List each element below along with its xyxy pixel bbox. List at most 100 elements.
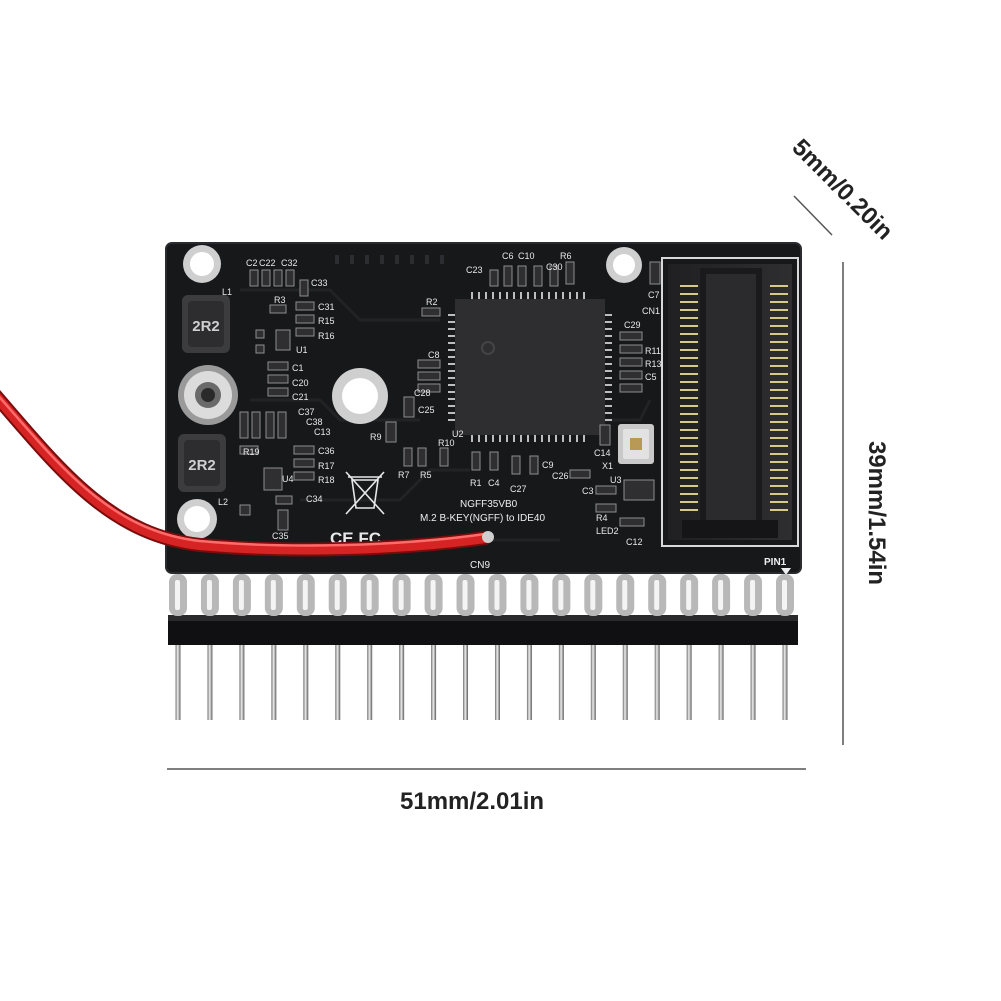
m2-slot-cn1 <box>661 257 799 547</box>
solder-highlight <box>782 580 787 610</box>
label-c36: C36 <box>318 446 335 456</box>
label-led2: LED2 <box>596 526 619 536</box>
label-x1: X1 <box>602 461 613 471</box>
label-c6: C6 <box>502 251 514 261</box>
header-pin <box>590 645 596 720</box>
header-pin <box>463 645 469 720</box>
pin-header-cn9 <box>168 615 798 720</box>
label-r7: R7 <box>398 470 410 480</box>
solder-highlight <box>686 580 692 610</box>
label-r13: R13 <box>645 359 662 369</box>
header-pin <box>207 645 213 720</box>
label-u2: U2 <box>452 429 464 439</box>
pin1-arrow-icon <box>781 568 791 575</box>
weee-bin-icon <box>345 471 385 515</box>
label-c5: C5 <box>645 372 657 382</box>
width-dimension-label: 51mm/2.01in <box>400 788 545 815</box>
label-c29: C29 <box>624 320 641 330</box>
solder-highlight <box>270 580 276 610</box>
header-pin <box>686 645 692 720</box>
label-c9: C9 <box>542 460 554 470</box>
solder-highlight <box>590 580 596 610</box>
label-c30: C30 <box>546 262 563 272</box>
board-model: NGFF35VB0 <box>460 499 518 510</box>
label-c10: C10 <box>518 251 535 261</box>
inductor-l2: 2R2 <box>178 434 226 492</box>
label-c26: C26 <box>552 471 569 481</box>
pin1-label: PIN1 <box>764 557 787 568</box>
label-r11: R11 <box>645 346 661 356</box>
label-r16: R16 <box>318 331 335 341</box>
label-c8: C8 <box>428 350 440 360</box>
label-c1: C1 <box>292 363 304 373</box>
solder-highlight <box>654 580 660 610</box>
label-c32: C32 <box>281 258 298 268</box>
label-l1: L1 <box>222 287 232 297</box>
solder-highlight <box>494 580 500 610</box>
solder-highlight <box>366 580 372 610</box>
inductor-l1-marking: 2R2 <box>192 318 220 335</box>
label-u4: U4 <box>282 474 294 484</box>
solder-highlight <box>206 580 212 610</box>
label-c3: C3 <box>582 486 594 496</box>
mounting-hole-top-right <box>606 247 642 283</box>
header-pin <box>239 645 245 720</box>
header-pin <box>526 645 532 720</box>
label-r1: R1 <box>470 478 482 488</box>
mounting-hole-center <box>332 368 388 424</box>
label-c2: C2 <box>246 258 258 268</box>
label-r5: R5 <box>420 470 432 480</box>
label-r2: R2 <box>426 297 438 307</box>
label-r9: R9 <box>370 432 382 442</box>
label-r3: R3 <box>274 295 286 305</box>
label-c21: C21 <box>292 392 309 402</box>
header-pin <box>718 645 724 720</box>
header-pin <box>399 645 405 720</box>
inductor-l2-marking: 2R2 <box>188 457 216 474</box>
cn9-label: CN9 <box>470 560 490 571</box>
thickness-dimension-line <box>793 195 833 236</box>
label-c27: C27 <box>510 484 527 494</box>
label-r4: R4 <box>596 513 608 523</box>
controller-chip <box>448 292 612 442</box>
solder-highlight <box>622 580 628 610</box>
header-pin <box>335 645 341 720</box>
label-cn1: CN1 <box>642 306 660 316</box>
label-c35: C35 <box>272 531 289 541</box>
label-c4: C4 <box>488 478 500 488</box>
header-pin <box>431 645 437 720</box>
solder-highlight <box>334 580 340 610</box>
solder-highlight <box>558 580 564 610</box>
solder-highlight <box>398 580 404 610</box>
solder-highlight <box>238 580 244 610</box>
smd-components <box>239 261 661 531</box>
standoff-nut <box>178 365 238 425</box>
label-c38: C38 <box>306 417 323 427</box>
label-u1: U1 <box>296 345 308 355</box>
label-r6: R6 <box>560 251 572 261</box>
label-c33: C33 <box>311 278 328 288</box>
label-r19: R19 <box>243 447 260 457</box>
solder-highlight <box>462 580 468 610</box>
label-c31: C31 <box>318 302 335 312</box>
label-c34: C34 <box>306 494 323 504</box>
mounting-hole-bottom-left <box>177 499 217 539</box>
label-r15: R15 <box>318 316 335 326</box>
header-pin <box>558 645 564 720</box>
height-dimension-label: 39mm/1.54in <box>863 440 890 586</box>
label-c12: C12 <box>626 537 643 547</box>
label-c23: C23 <box>466 265 483 275</box>
board-description: M.2 B-KEY(NGFF) to IDE40 <box>420 513 545 524</box>
label-c37: C37 <box>298 407 315 417</box>
label-r18: R18 <box>318 475 335 485</box>
label-r10: R10 <box>438 438 455 448</box>
solder-highlight <box>302 580 308 610</box>
header-pin <box>494 645 500 720</box>
solder-highlight <box>750 580 756 610</box>
header-pin <box>367 645 373 720</box>
header-pin <box>175 645 181 720</box>
solder-highlight <box>526 580 532 610</box>
label-c7: C7 <box>648 290 660 300</box>
header-pin <box>782 645 788 720</box>
